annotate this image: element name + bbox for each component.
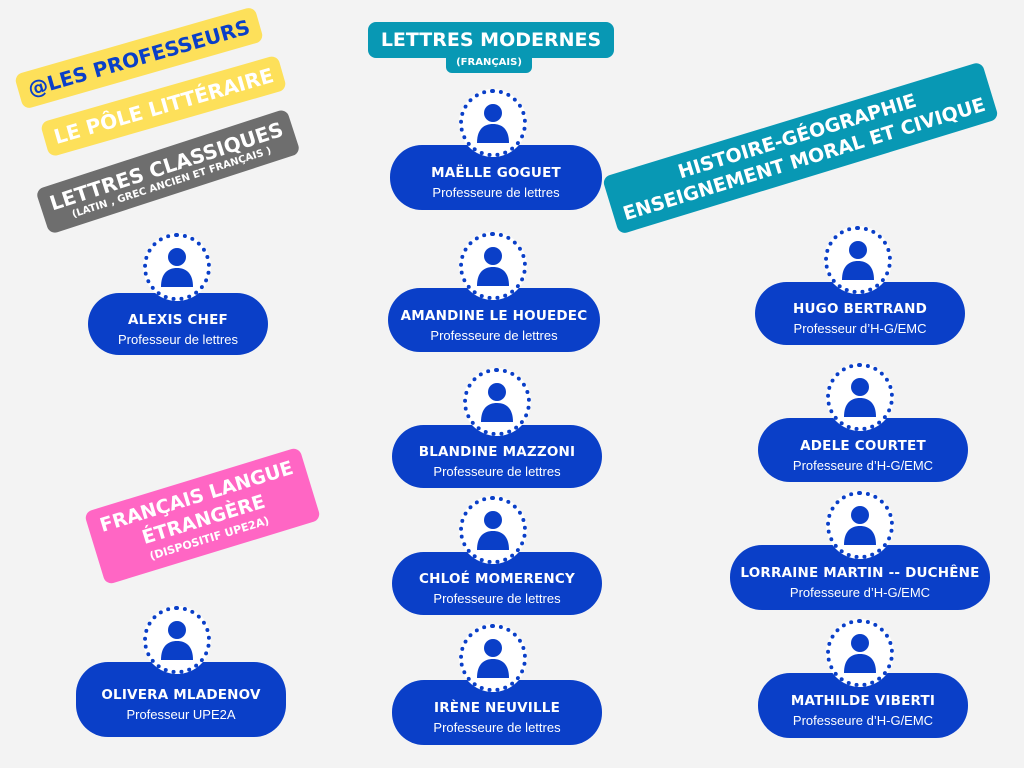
avatar bbox=[826, 491, 894, 559]
teacher-role: Professeure de lettres bbox=[433, 591, 561, 606]
histoire-geographie-title: HISTOIRE-GÉOGRAPHIE bbox=[675, 89, 919, 184]
avatar bbox=[826, 363, 894, 431]
teacher-pill: OLIVERA MLADENOV Professeur UPE2A bbox=[76, 662, 286, 737]
teacher-role: Professeure d’H-G/EMC bbox=[792, 457, 934, 473]
person-icon bbox=[844, 378, 876, 417]
teacher-role: Professeure d’H-G/EMC bbox=[792, 713, 934, 728]
teacher-name: ALEXIS CHEF bbox=[128, 311, 228, 328]
avatar bbox=[463, 368, 531, 436]
teacher-name: HUGO BERTRAND bbox=[793, 301, 927, 317]
emc-title: ENSEIGNEMENT MORAL ET CIVIQUE bbox=[620, 93, 988, 226]
avatar bbox=[824, 226, 892, 294]
teacher-role: Professeure d’H-G/EMC bbox=[789, 585, 931, 600]
teacher-pill: MAËLLE GOGUET Professeure de lettres bbox=[390, 145, 602, 210]
teacher-pill: CHLOÉ MOMERENCY Professeure de lettres bbox=[392, 552, 602, 615]
teacher-name: LORRAINE MARTIN -- DUCHÊNE bbox=[740, 565, 980, 581]
person-icon bbox=[844, 634, 876, 673]
teacher-name: OLIVERA MLADENOV bbox=[101, 687, 261, 703]
teacher-role: Professeur de lettres bbox=[118, 331, 238, 347]
avatar bbox=[143, 606, 211, 674]
avatar bbox=[826, 619, 894, 687]
avatar bbox=[459, 624, 527, 692]
person-icon bbox=[161, 621, 193, 660]
avatar bbox=[143, 233, 211, 301]
teacher-role: Professeure de lettres bbox=[432, 185, 560, 200]
person-icon bbox=[477, 104, 509, 143]
teacher-name: MATHILDE VIBERTI bbox=[790, 693, 936, 709]
teacher-pill: ALEXIS CHEF Professeur de lettres bbox=[88, 293, 268, 355]
teacher-pill: AMANDINE LE HOUEDEC Professeure de lettr… bbox=[388, 288, 600, 352]
avatar bbox=[459, 232, 527, 300]
avatar bbox=[459, 496, 527, 564]
fle-label: FRANÇAIS LANGUE ÉTRANGÈRE (DISPOSITIF UP… bbox=[83, 446, 322, 586]
avatar bbox=[459, 89, 527, 157]
person-icon bbox=[842, 241, 874, 280]
teacher-name: IRÈNE NEUVILLE bbox=[433, 700, 561, 716]
teacher-role: Professeur d’H-G/EMC bbox=[793, 321, 927, 336]
teacher-role: Professeure de lettres bbox=[430, 327, 558, 343]
histoire-geographie-label: HISTOIRE-GÉOGRAPHIE ENSEIGNEMENT MORAL E… bbox=[601, 61, 1000, 235]
teacher-role: Professeur UPE2A bbox=[126, 707, 236, 722]
teacher-role: Professeure de lettres bbox=[433, 464, 561, 479]
teacher-role: Professeure de lettres bbox=[433, 720, 561, 735]
person-icon bbox=[477, 639, 509, 678]
person-icon bbox=[477, 247, 509, 286]
person-icon bbox=[161, 248, 193, 287]
teacher-name: MAËLLE GOGUET bbox=[431, 165, 561, 181]
teacher-name: ADELE COURTET bbox=[800, 437, 926, 454]
lettres-modernes-subtitle: (FRANÇAIS) bbox=[446, 54, 532, 73]
lettres-modernes-label: LETTRES MODERNES bbox=[368, 22, 614, 58]
person-icon bbox=[477, 511, 509, 550]
teacher-name: AMANDINE LE HOUEDEC bbox=[400, 307, 588, 324]
teacher-name: BLANDINE MAZZONI bbox=[418, 444, 576, 460]
person-icon bbox=[481, 383, 513, 422]
person-icon bbox=[844, 506, 876, 545]
teacher-name: CHLOÉ MOMERENCY bbox=[419, 571, 575, 587]
teacher-pill: LORRAINE MARTIN -- DUCHÊNE Professeure d… bbox=[730, 545, 990, 610]
